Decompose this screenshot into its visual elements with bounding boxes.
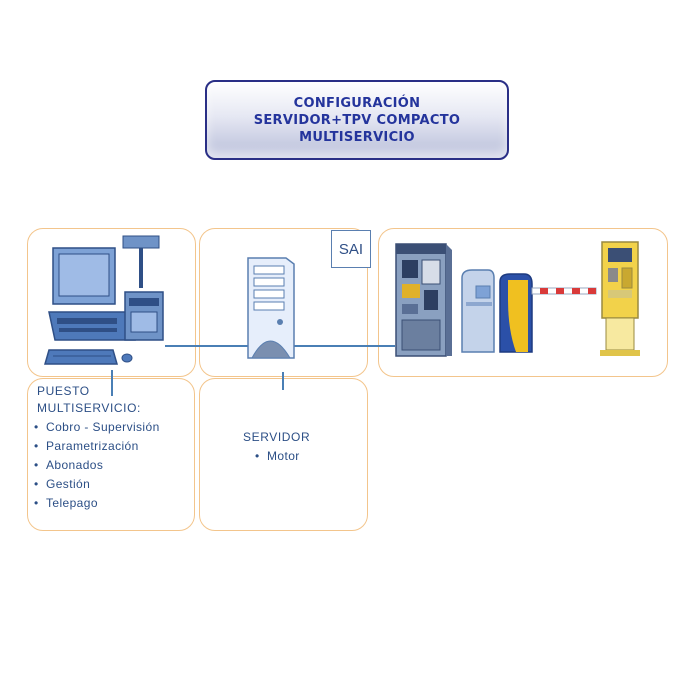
servidor-heading: SERVIDOR [243,429,310,446]
barrier-gate-icon [494,270,600,356]
list-item-label: Cobro - Supervisión [46,420,160,434]
list-item-label: Abonados [46,458,103,472]
list-item: •Telepago [34,494,160,513]
server-tower-icon [240,254,300,364]
list-item: •Motor [255,447,300,466]
pos-terminal-icon [45,232,175,370]
list-item-label: Motor [267,449,300,463]
ticket-dispenser-icon [458,268,498,356]
pay-station-icon [392,240,454,360]
list-item-label: Parametrización [46,439,139,453]
puesto-heading-line1: PUESTO [37,383,141,400]
list-item-label: Telepago [46,496,98,510]
list-item-label: Gestión [46,477,90,491]
diagram-title-box: CONFIGURACIÓN SERVIDOR+TPV COMPACTO MULT… [205,80,509,160]
title-line-1: CONFIGURACIÓN [294,95,421,112]
puesto-features-list: •Cobro - Supervisión •Parametrización •A… [34,418,160,513]
exit-terminal-icon [596,238,644,360]
title-line-3: MULTISERVICIO [299,129,415,146]
sai-label-box: SAI [331,230,371,268]
list-item: •Abonados [34,456,160,475]
puesto-heading: PUESTO MULTISERVICIO: [37,383,141,417]
servidor-features-list: •Motor [255,447,300,466]
list-item: •Cobro - Supervisión [34,418,160,437]
list-item: •Parametrización [34,437,160,456]
title-line-2: SERVIDOR+TPV COMPACTO [254,112,461,129]
server-drop-wire [282,372,284,390]
list-item: •Gestión [34,475,160,494]
puesto-heading-line2: MULTISERVICIO: [37,400,141,417]
